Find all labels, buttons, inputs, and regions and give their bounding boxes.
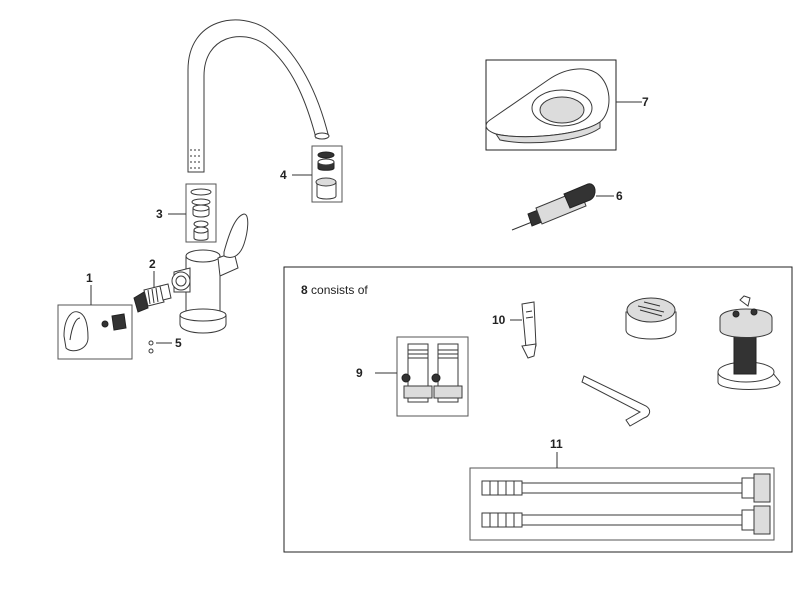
callout-4: 4 (280, 168, 287, 182)
allen-key (581, 375, 651, 427)
mounting-cap (625, 297, 677, 340)
callout-10: 10 (492, 313, 506, 327)
aerator-part-4 (292, 145, 343, 203)
isolation-valves-part-9 (375, 336, 469, 417)
faucet-body (171, 213, 249, 334)
callout-5: 5 (175, 336, 182, 350)
mounting-stud-assembly (717, 295, 781, 390)
flexible-hoses-part-11 (469, 452, 775, 541)
callout-1: 1 (86, 271, 93, 285)
seal-stack-part-3 (168, 183, 217, 243)
callout-6: 6 (616, 189, 623, 203)
lever-handle-part-1 (57, 285, 133, 360)
callout-7: 7 (642, 95, 649, 109)
grub-screws-part-5 (148, 340, 172, 354)
installation-kit-box (283, 266, 793, 553)
base-plate-part-7 (485, 59, 642, 151)
faucet-spout (187, 19, 330, 173)
callout-11: 11 (550, 437, 563, 451)
callout-9: 9 (356, 366, 363, 380)
sealant-tube-part-10 (510, 301, 537, 359)
cartridge-part-2 (133, 271, 172, 313)
hex-key-tool-part-6 (511, 183, 614, 231)
callout-2: 2 (149, 257, 156, 271)
kit-note: 8 consists of (301, 283, 368, 297)
kit-note-text: consists of (308, 283, 369, 297)
callout-3: 3 (156, 207, 163, 221)
kit-note-number: 8 (301, 283, 308, 297)
